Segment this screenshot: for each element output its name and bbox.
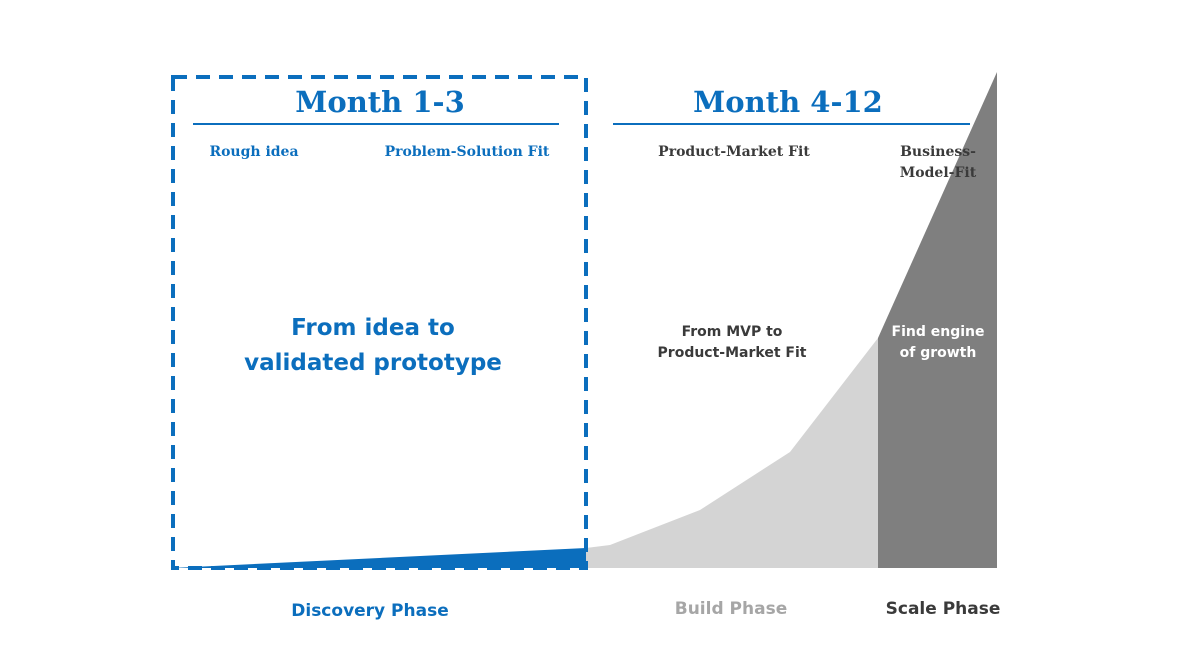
month-1-3-label: Month 1-3 [295, 85, 465, 119]
build-description-line1: From MVP to [682, 324, 783, 340]
milestone-rough-idea: Rough idea [209, 144, 298, 160]
scale-description-line1: Find engine [892, 324, 985, 340]
build-phase-label: Build Phase [675, 599, 787, 619]
discovery-phase-area [172, 548, 586, 568]
discovery-description-line1: From idea to [291, 315, 455, 341]
discovery-dashed-frame [171, 75, 588, 570]
milestone-business-model-fit-line1: Business- [900, 144, 976, 160]
milestone-problem-solution-fit: Problem-Solution Fit [385, 144, 550, 160]
build-description-line2: Product-Market Fit [658, 345, 807, 361]
scale-description-line2: of growth [900, 345, 977, 361]
scale-phase-area [878, 72, 997, 568]
milestone-product-market-fit: Product-Market Fit [658, 144, 810, 160]
scale-phase-label: Scale Phase [886, 599, 1001, 619]
build-phase-area [586, 338, 878, 568]
month-4-12-label: Month 4-12 [693, 85, 883, 119]
discovery-phase-label: Discovery Phase [291, 601, 449, 621]
discovery-description-line2: validated prototype [244, 350, 502, 376]
milestone-business-model-fit-line2: Model-Fit [900, 165, 977, 181]
